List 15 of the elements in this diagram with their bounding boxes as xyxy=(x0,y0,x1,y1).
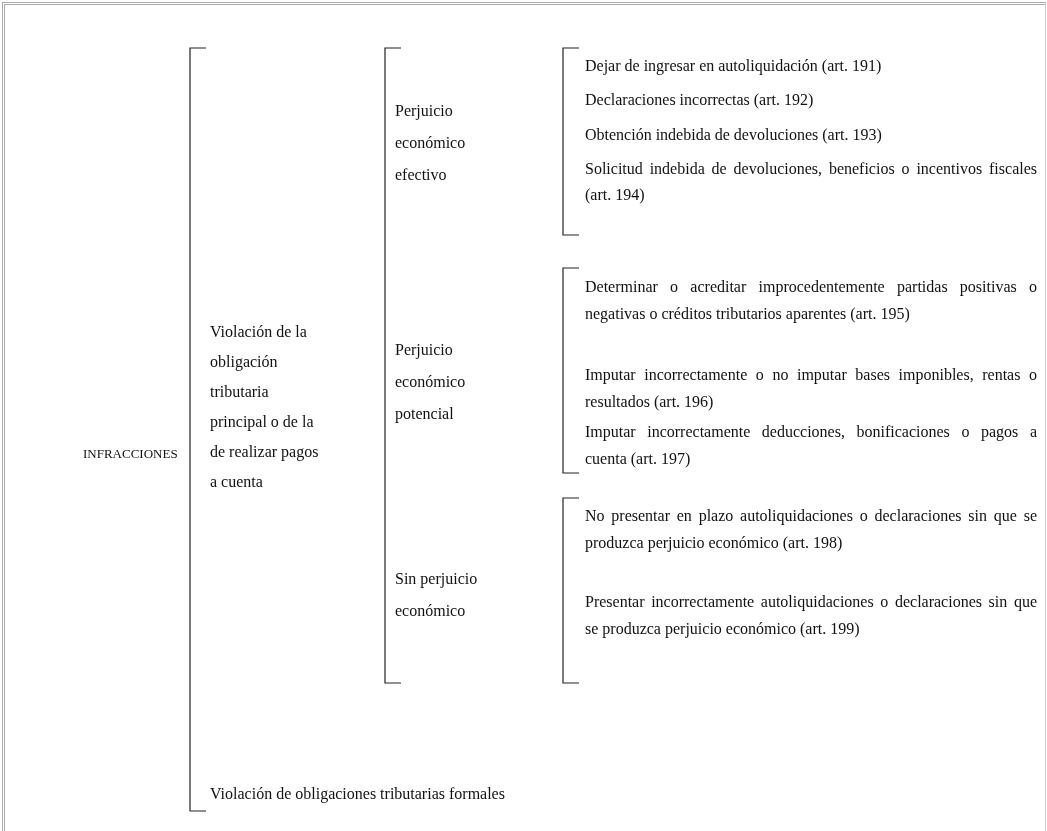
category-label: Imputar incorrectamente o no imputar bases imponibles, rentas o resultados (art. 196) xyxy=(585,361,1037,415)
category-label: Perjuicio económico potencial xyxy=(395,334,485,430)
category-label: Imputar incorrectamente deducciones, bonificaciones o pagos a cuenta (art. 197) xyxy=(585,418,1037,472)
category-label: Perjuicio económico efectivo xyxy=(395,95,485,191)
category-label: No presentar en plazo autoliquidaciones o declaraciones sin que se produzca perjuicio económico (art. 198) xyxy=(585,502,1037,556)
category-label: Presentar incorrectamente autoliquidaciones o declaraciones sin que se produzca perjuicio económico (art. 199) xyxy=(585,588,1037,642)
category-label: Solicitud indebida de devoluciones, beneficios o incentivos fiscales (art. 194) xyxy=(585,156,1037,208)
category-label: Determinar o acreditar improcedentemente partidas positivas o negativas o créditos tributarios aparentes (art. 195) xyxy=(585,273,1037,327)
category-label: INFRACCIONES xyxy=(83,441,181,467)
category-label: Sin perjuicio económico xyxy=(395,563,491,627)
category-label: Violación de la obligación tributaria principal o de la de realizar pagos a cuenta xyxy=(210,317,322,497)
category-label: Declaraciones incorrectas (art. 192) xyxy=(585,87,1037,113)
category-label: Dejar de ingresar en autoliquidación (art. 191) xyxy=(585,53,1037,79)
category-label: Violación de obligaciones tributarias formales xyxy=(210,781,710,807)
category-label: Obtención indebida de devoluciones (art. 193) xyxy=(585,122,1037,148)
